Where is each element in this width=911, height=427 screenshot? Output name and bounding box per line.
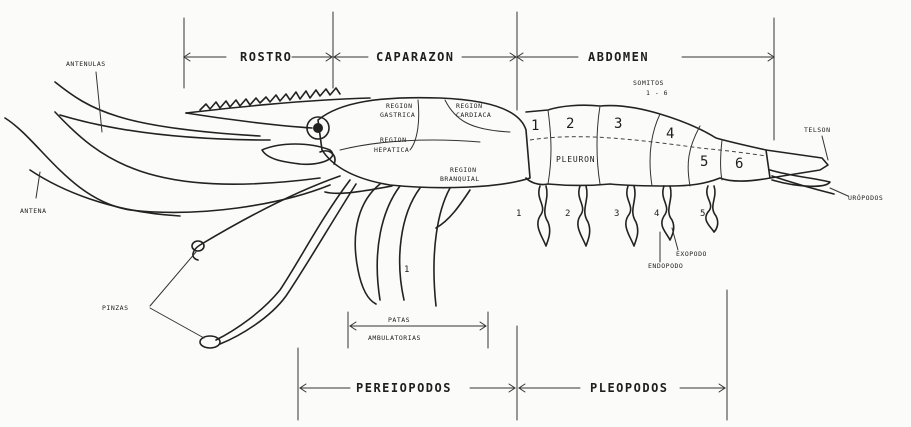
endopodo-label: ENDOPODO bbox=[648, 262, 683, 270]
region-branquial-label-2: BRANQUIAL bbox=[440, 175, 480, 183]
walking-legs bbox=[325, 184, 470, 306]
periopod-number: 1 bbox=[404, 265, 409, 275]
pleopod-number-3: 3 bbox=[614, 209, 619, 219]
antennae bbox=[5, 72, 330, 216]
somite-number-5: 5 bbox=[700, 154, 708, 170]
chelipeds bbox=[150, 176, 356, 348]
patas-label: PATAS bbox=[388, 316, 410, 324]
pleopod-number-5: 5 bbox=[700, 209, 705, 219]
anteniulas-label: ANTENULAS bbox=[66, 60, 106, 68]
region-hepatica-label-2: HEPATICA bbox=[374, 146, 409, 154]
region-cardiaca-label-1: REGION bbox=[456, 102, 482, 110]
pleopodos-label: PLEOPODOS bbox=[590, 381, 669, 395]
telson-label: TELSON bbox=[804, 126, 830, 134]
rostro-label: ROSTRO bbox=[240, 50, 292, 64]
region-branquial-label-1: REGION bbox=[450, 166, 476, 174]
caparazon-label: CAPARAZON bbox=[376, 50, 455, 64]
somite-number-2: 2 bbox=[566, 116, 574, 132]
somitos-label: SOMITOS bbox=[633, 79, 664, 87]
pleopod-number-2: 2 bbox=[565, 209, 570, 219]
somite-number-3: 3 bbox=[614, 116, 622, 132]
dimension-lines-top bbox=[184, 12, 774, 140]
dimension-lines-bottom bbox=[298, 290, 727, 420]
abdomen-label: ABDOMEN bbox=[588, 50, 649, 64]
region-gastrica-label-1: REGION bbox=[386, 102, 412, 110]
exopodo-label: EXOPODO bbox=[676, 250, 707, 258]
pleopod-number-1: 1 bbox=[516, 209, 521, 219]
region-hepatica-label-1: REGION bbox=[380, 136, 406, 144]
somite-number-4: 4 bbox=[666, 126, 674, 142]
pinzas-label: PINZAS bbox=[102, 304, 128, 312]
region-gastrica-label-2: GASTRICA bbox=[380, 111, 415, 119]
pleopod-number-4: 4 bbox=[654, 209, 659, 219]
pereiopodos-label: PEREIOPODOS bbox=[356, 381, 452, 395]
somitos-range-label: 1 - 6 bbox=[646, 89, 668, 97]
rostrum bbox=[186, 88, 370, 128]
somite-number-1: 1 bbox=[531, 118, 539, 134]
pleuron-label: PLEURON bbox=[556, 155, 595, 164]
region-cardiaca-label-2: CARDIACA bbox=[456, 111, 491, 119]
uropodos-label: URÓPODOS bbox=[848, 193, 883, 202]
ambulatorias-label: AMBULATORIAS bbox=[368, 334, 421, 342]
somite-number-6: 6 bbox=[735, 156, 743, 172]
antena-label: ANTENA bbox=[20, 207, 46, 215]
